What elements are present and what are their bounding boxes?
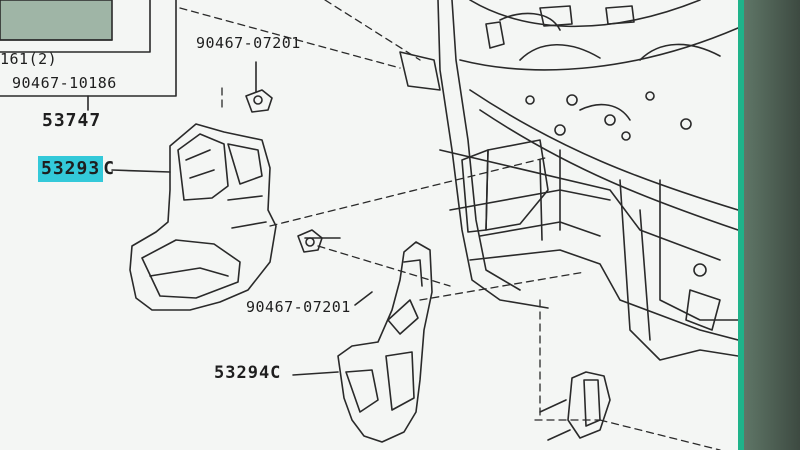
part-53294c bbox=[337, 241, 433, 443]
dash-top bbox=[179, 7, 401, 69]
highlighted-part-number: 53293 bbox=[38, 156, 104, 182]
part-53293c bbox=[129, 123, 277, 311]
dash-mid bbox=[269, 157, 546, 227]
part-number-53747: 53747 bbox=[42, 110, 102, 131]
part-number-90467-07201-b: 90467-07201 bbox=[246, 298, 351, 316]
callout-box bbox=[0, 0, 177, 97]
part-number-cut: 161(2) bbox=[0, 50, 58, 68]
part-number-53294c: 53294C bbox=[214, 363, 282, 383]
part-suffix: C bbox=[103, 158, 116, 179]
clip-icon bbox=[245, 61, 273, 113]
part-number-90467-07201-a: 90467-07201 bbox=[196, 34, 301, 52]
clip-icon bbox=[297, 229, 341, 253]
parts-drawing bbox=[0, 0, 738, 450]
part-number-90467-10186: 90467-10186 bbox=[12, 74, 117, 92]
vehicle-body-structure bbox=[399, 0, 738, 441]
leader-53294c bbox=[292, 371, 339, 376]
parts-diagram-screen bbox=[0, 0, 760, 450]
bezel-accent-strip bbox=[738, 0, 744, 450]
dashed-guides bbox=[179, 0, 721, 450]
leader-90467-07201-b bbox=[354, 291, 373, 306]
leader-53293c bbox=[111, 169, 171, 173]
thumbnail-inset bbox=[0, 0, 113, 41]
bezel-frame bbox=[744, 0, 800, 450]
